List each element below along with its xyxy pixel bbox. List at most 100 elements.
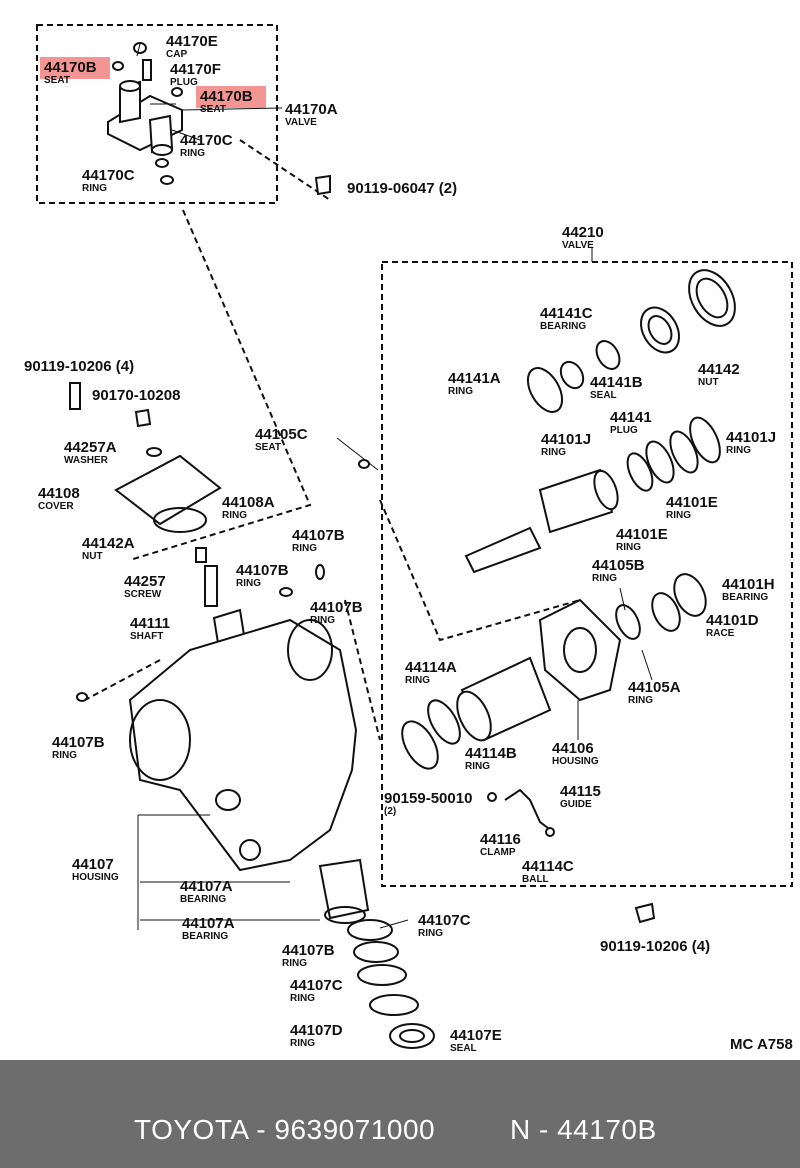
part-number: 44142 xyxy=(698,361,740,378)
part-label: MC A758 xyxy=(730,1036,793,1053)
part-number: 44170A xyxy=(285,101,338,118)
part-number: 90119-10206 (4) xyxy=(24,358,134,375)
part-number: 44141C xyxy=(540,305,593,322)
part-name: SEAL xyxy=(590,390,617,401)
part-name: HOUSING xyxy=(72,872,119,883)
part-name: NUT xyxy=(82,551,103,562)
part-number: 44107E xyxy=(450,1027,502,1044)
part-name: RING xyxy=(726,445,751,456)
part-name: BEARING xyxy=(182,931,228,942)
part-number: 44101J xyxy=(726,429,776,446)
part-label: 90119-10206 (4) xyxy=(600,938,710,955)
part-number: 90170-10208 xyxy=(92,387,180,404)
part-number: 44107C xyxy=(418,912,471,929)
part-name: HOUSING xyxy=(552,756,599,767)
part-number: 44170F xyxy=(170,61,221,78)
part-name: BEARING xyxy=(722,592,768,603)
footer-part-text: N - 44170B xyxy=(510,1114,657,1145)
part-name: RING xyxy=(448,386,473,397)
valve-44170a-illustration xyxy=(107,42,331,196)
part-name: RING xyxy=(236,578,261,589)
part-number: 44107 xyxy=(72,856,114,873)
part-name: RING xyxy=(52,750,77,761)
dashed-connector xyxy=(84,659,161,701)
leader-lines xyxy=(136,43,653,930)
part-number: 44116 xyxy=(480,831,521,848)
part-number: 44114C xyxy=(522,858,574,875)
part-name: RING xyxy=(180,148,205,159)
part-name: SCREW xyxy=(124,589,162,600)
part-number: 44101J xyxy=(541,431,591,448)
part-number: 90119-10206 (4) xyxy=(600,938,710,955)
part-number: 44107B xyxy=(282,942,335,959)
part-label: 90159-50010(2) xyxy=(384,790,472,817)
part-number: 44257A xyxy=(64,439,117,456)
part-number: 44108A xyxy=(222,494,275,511)
part-name: RING xyxy=(310,615,335,626)
part-number: 44141B xyxy=(590,374,643,391)
part-label: 90119-06047 (2) xyxy=(347,180,457,197)
part-number: 44107A xyxy=(182,915,235,932)
valve-group-box-top xyxy=(36,24,278,204)
part-name: PLUG xyxy=(610,425,638,436)
part-name: RACE xyxy=(706,628,735,639)
part-number: 44170B xyxy=(44,59,97,76)
part-name: RING xyxy=(666,510,691,521)
part-name: BEARING xyxy=(180,894,226,905)
part-number: 44107A xyxy=(180,878,233,895)
part-name: CLAMP xyxy=(480,847,516,858)
dashed-connector xyxy=(239,139,331,201)
part-number: 44106 xyxy=(552,740,594,757)
part-number: 44101E xyxy=(666,494,718,511)
gear-housing-illustration xyxy=(69,382,435,1049)
valve-44210-illustration xyxy=(401,269,736,924)
part-name: PLUG xyxy=(170,77,198,88)
valve-group-box-right xyxy=(381,261,793,887)
part-label-highlight xyxy=(40,57,110,79)
part-name: RING xyxy=(290,1038,315,1049)
dashed-connector xyxy=(379,499,581,642)
part-number: 44115 xyxy=(560,783,601,800)
part-name: NUT xyxy=(698,377,719,388)
part-name: RING xyxy=(82,183,107,194)
part-number: 44105A xyxy=(628,679,681,696)
part-number: 44101H xyxy=(722,576,775,593)
part-number: 44105C xyxy=(255,426,308,443)
part-number: 44107B xyxy=(52,734,105,751)
part-name: RING xyxy=(282,958,307,969)
part-number: MC A758 xyxy=(730,1036,793,1053)
part-name: VALVE xyxy=(562,240,594,251)
part-name: SEAL xyxy=(450,1043,477,1054)
part-name: RING xyxy=(628,695,653,706)
part-name: SEAT xyxy=(44,75,70,86)
dashed-connector xyxy=(129,209,312,561)
